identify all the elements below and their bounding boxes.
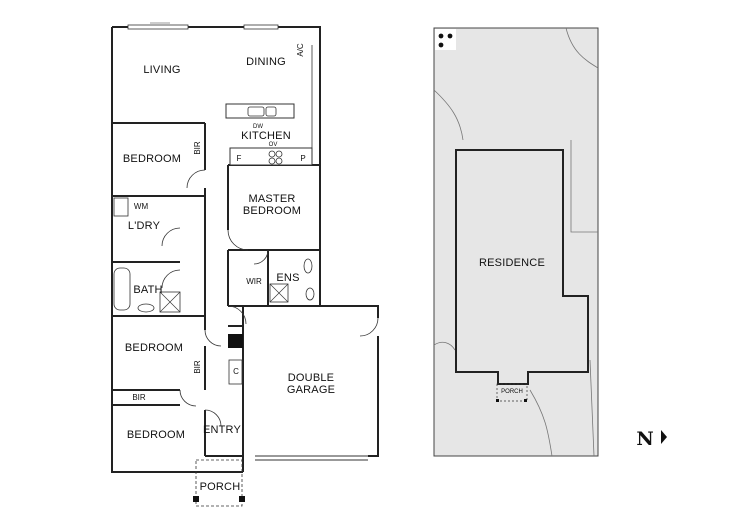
porch-outline: [193, 459, 245, 507]
room-label-living: LIVING: [143, 64, 180, 76]
north-arrow-icon: [661, 430, 667, 444]
garage-door: [255, 455, 368, 461]
windows-top: [127, 22, 279, 30]
room-label-bedroom-3: BEDROOM: [127, 429, 185, 441]
outer-wall-left: [111, 27, 243, 473]
room-label-master-line-1: MASTER: [248, 193, 295, 205]
site-curve-left: [433, 89, 464, 141]
site-curve-lower-left: [433, 341, 456, 351]
label-fridge: F: [237, 154, 242, 163]
north-compass: N: [636, 428, 667, 450]
door-swings: [161, 169, 379, 427]
residence-outline: [455, 149, 589, 385]
label-bir-2: BIR: [193, 360, 202, 374]
room-label-laundry: L'DRY: [128, 220, 161, 232]
label-closet: C: [233, 367, 239, 376]
label-ac: A/C: [296, 43, 305, 57]
floor-plan: LIVING DINING A/C KITCHEN DW OV F P BEDR…: [111, 22, 379, 507]
garage-wall: [242, 305, 379, 472]
room-label-wir: WIR: [246, 277, 262, 286]
label-oven: OV: [269, 142, 278, 148]
room-label-bedroom-2: BEDROOM: [125, 342, 183, 354]
site-marker-dots: [435, 29, 456, 50]
site-plan: RESIDENCE PORCH: [433, 27, 599, 457]
room-label-garage-line-1: DOUBLE: [288, 372, 334, 384]
room-label-ensuite: ENS: [276, 272, 299, 284]
label-washing-machine: WM: [134, 202, 149, 211]
site-curve-bottom: [529, 389, 553, 457]
kitchen-bench: [225, 45, 313, 166]
site-driveway-edge: [570, 140, 598, 233]
compass-north-label: N: [636, 428, 653, 450]
room-label-bath: BATH: [133, 284, 162, 296]
closet-outline: [228, 359, 243, 385]
room-label-porch: PORCH: [200, 481, 241, 493]
room-label-master-line-2: BEDROOM: [243, 205, 301, 217]
site-label-porch: PORCH: [501, 389, 523, 395]
room-label-kitchen: KITCHEN: [241, 130, 291, 142]
site-line-right: [589, 359, 595, 457]
room-label-garage-line-2: GARAGE: [287, 384, 335, 396]
label-dishwasher: DW: [253, 124, 263, 130]
site-label-residence: RESIDENCE: [479, 257, 545, 269]
label-pantry: P: [300, 154, 305, 163]
wet-area-fixtures: [113, 197, 315, 348]
room-label-entry: ENTRY: [203, 424, 242, 436]
site-curve-top: [565, 27, 599, 69]
label-bir-3: BIR: [132, 393, 146, 402]
garage-right-wall: [368, 336, 379, 457]
room-label-bedroom-1: BEDROOM: [123, 153, 181, 165]
label-bir-1: BIR: [193, 141, 202, 155]
room-label-dining: DINING: [246, 56, 286, 68]
site-porch-outline: [496, 383, 528, 402]
